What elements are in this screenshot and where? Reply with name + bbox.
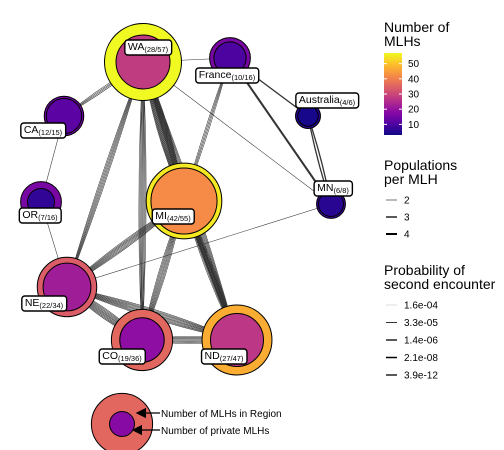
node-inner-circle [297,105,319,127]
label-name: MI [155,210,167,222]
label-counts: (12/15) [38,128,62,137]
label-counts: (42/55) [167,214,191,223]
label-name: CA [24,124,39,136]
label-box [313,180,354,197]
node-label-ND: ND(27/47) [200,348,248,365]
edge-line [66,203,332,288]
populations-legend-label: 4 [404,230,410,241]
node-MI[interactable] [145,162,223,240]
label-box [295,92,360,109]
probability-legend-label: 1.6e-04 [404,301,438,312]
label-box [151,208,195,225]
label-box [98,348,146,365]
probability-legend-label: 2.1e-08 [404,353,438,364]
labels-layer: WA(28/57)France(10/16)Australia(4/6)CA(1… [18,39,360,365]
key-outer-label: Number of MLHs in Region [161,409,282,420]
node-label-NE: NE(22/34) [21,295,68,312]
label-counts: (7/16) [38,213,58,222]
key-inner-label: Number of private MLHs [161,426,269,437]
label-name: NE [25,297,40,309]
node-label-Australia: Australia(4/6) [295,92,360,109]
label-name: ND [205,350,221,362]
node-label-France: France(10/16) [195,67,260,84]
edge-NE-MN [66,203,332,288]
label-name: OR [22,209,38,221]
label-box [124,39,173,56]
label-text: MI(42/55) [155,210,191,223]
label-text: ND(27/47) [205,350,244,363]
label-text: MN(6/8) [317,182,349,195]
key-inner-circle [109,411,135,437]
populations-legend-label: 3 [404,213,410,224]
label-counts: (6/8) [333,186,349,195]
populations-legend-label: 2 [404,196,410,207]
edge-WA-CO [138,61,147,341]
label-counts: (19/36) [118,354,142,363]
node-label-CA: CA(12/15) [20,122,67,139]
label-text: Australia(4/6) [299,94,356,107]
label-text: WA(28/57) [128,41,169,54]
label-box [21,295,68,312]
label-counts: (10/16) [231,73,255,82]
label-text: France(10/16) [199,69,256,82]
label-counts: (4/6) [340,98,356,107]
label-text: NE(22/34) [25,297,64,310]
colorbar-tick-label: 30 [408,90,420,101]
colorbar [384,53,402,135]
nodes-layer [20,22,346,376]
label-box [20,122,67,139]
node-label-MN: MN(6/8) [313,180,354,197]
label-counts: (22/34) [39,301,63,310]
label-box [200,348,248,365]
node-label-OR: OR(7/16) [18,207,62,224]
label-text: CA(12/15) [24,124,63,137]
label-counts: (28/57) [144,45,168,54]
probability-legend-label: 1.4e-06 [404,336,438,347]
colorbar-tick-label: 10 [408,120,420,131]
label-text: OR(7/16) [22,209,58,222]
label-name: CO [102,350,118,362]
label-box [18,207,62,224]
label-counts: (27/47) [220,354,244,363]
colorbar-tick-label: 40 [408,74,420,85]
colorbar-tick-label: 20 [408,105,420,116]
probability-legend-label: 3.9e-12 [404,371,438,382]
node-WA[interactable] [103,22,183,102]
node-label-MI: MI(42/55) [151,208,195,225]
label-name: Australia [299,94,340,106]
label-text: CO(19/36) [102,350,142,363]
probability-legend-label: 3.3e-05 [404,318,438,329]
label-name: MN [317,182,333,194]
label-name: WA [128,41,145,53]
label-name: France [199,69,232,81]
node-label-WA: WA(28/57) [124,39,173,56]
colorbar-tick-label: 50 [408,59,420,70]
label-box [195,67,260,84]
node-label-CO: CO(19/36) [98,348,146,365]
